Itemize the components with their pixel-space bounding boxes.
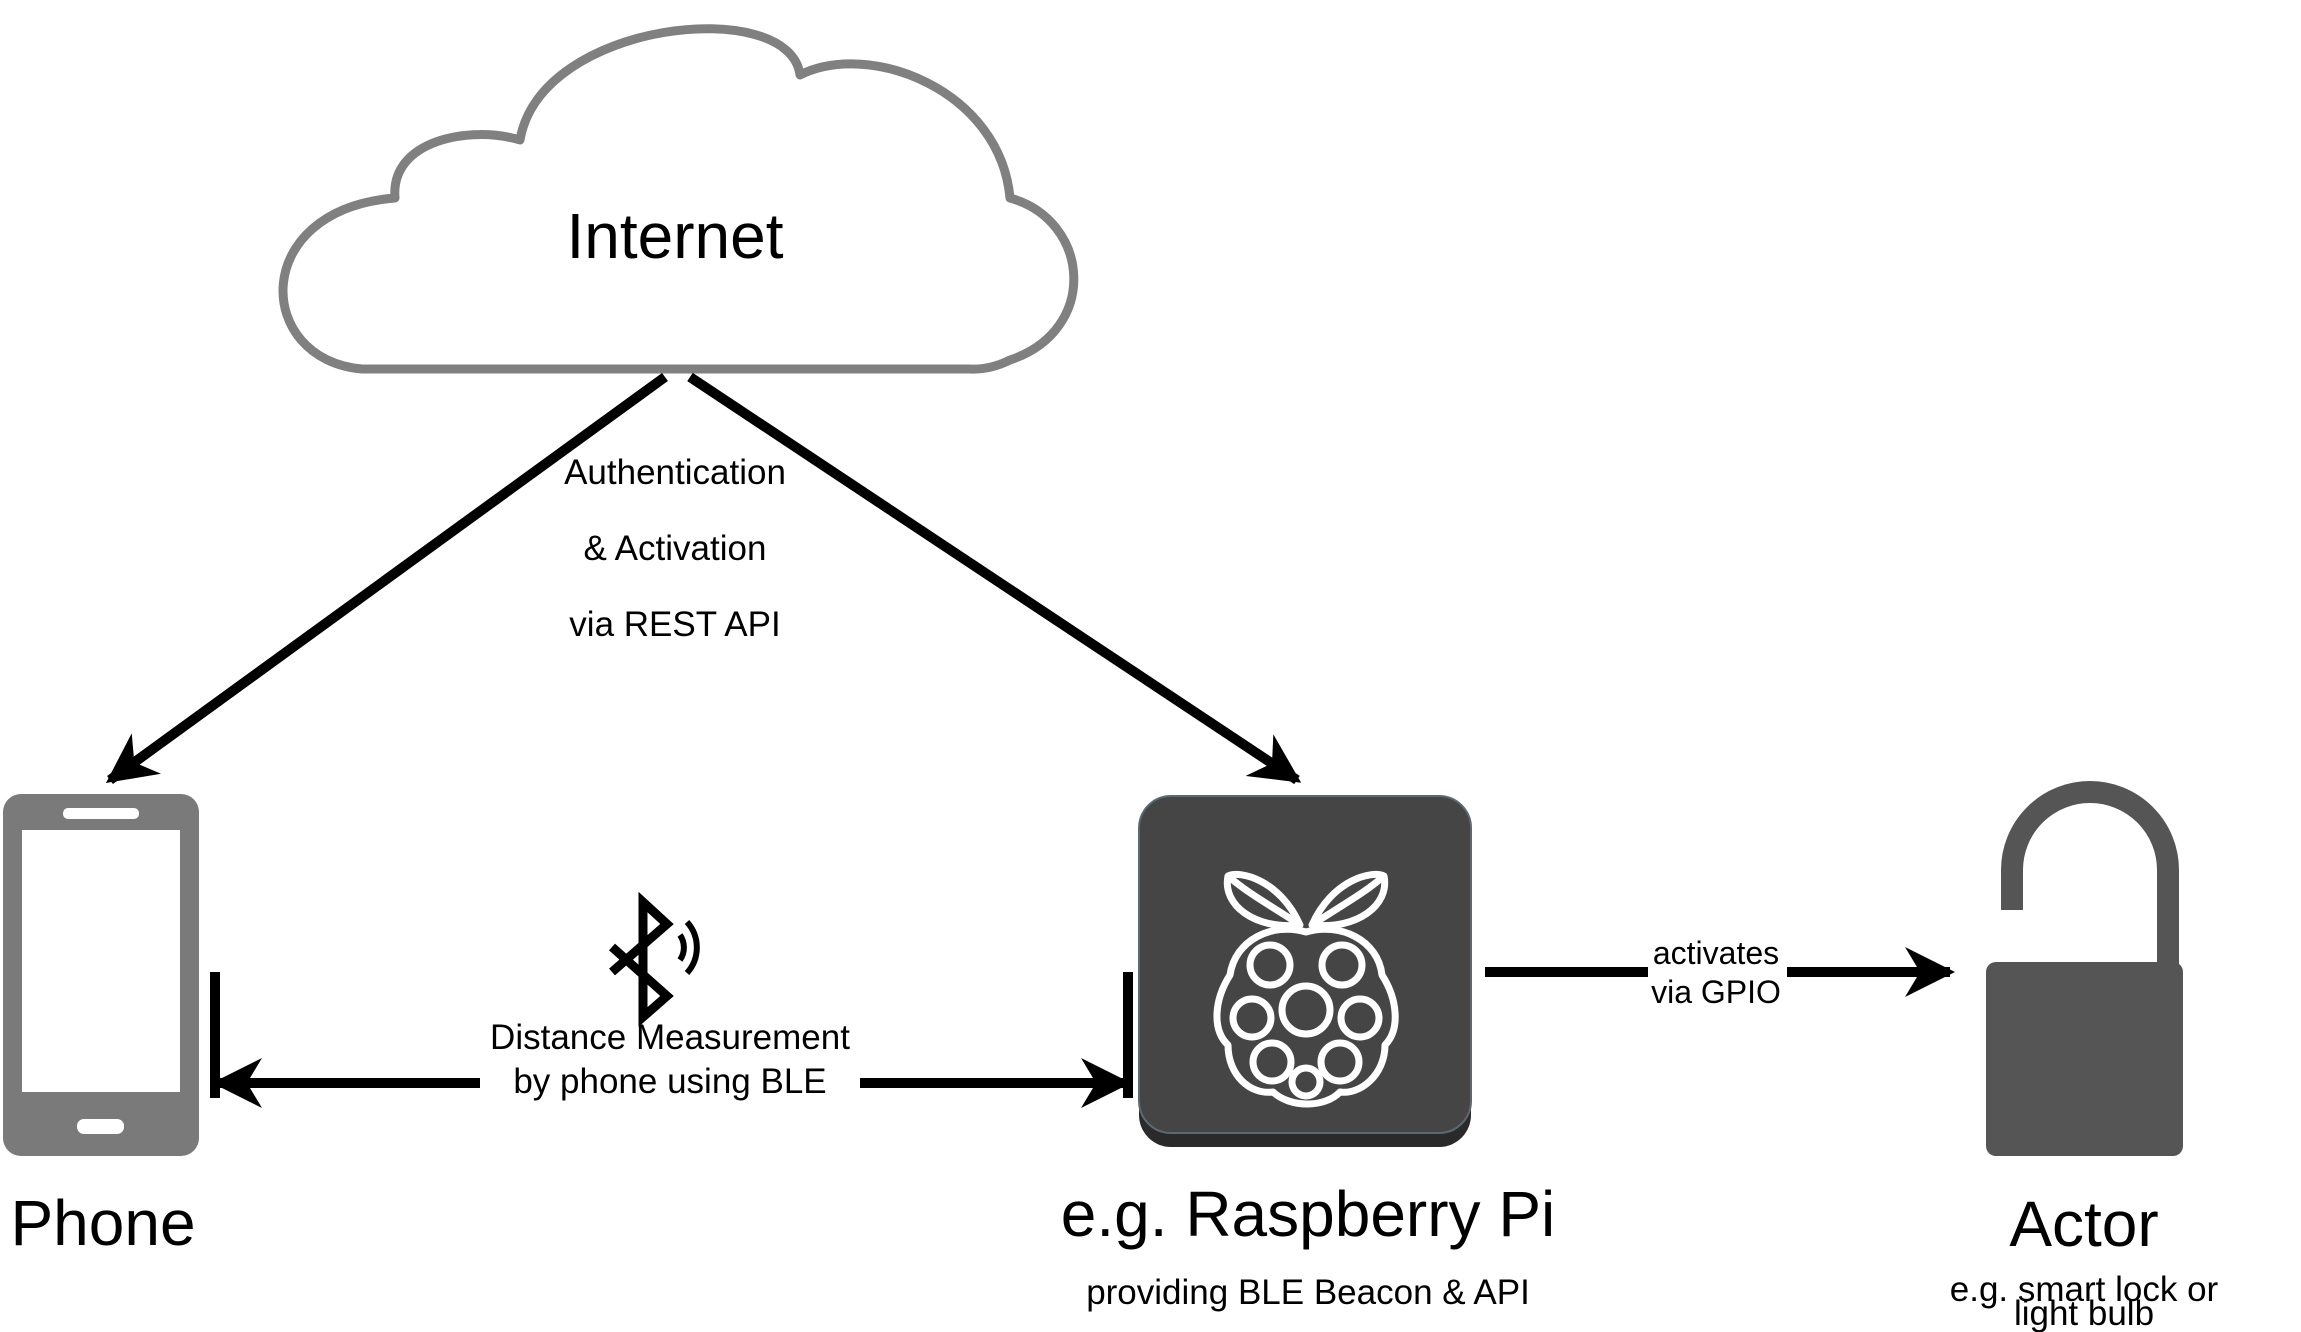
cloud-icon xyxy=(278,24,1079,374)
auth-label-line3: via REST API xyxy=(569,605,780,644)
open-padlock-icon xyxy=(1986,781,2183,1156)
arrow-internet-to-pi xyxy=(687,372,1302,785)
gpio-label-line2: via GPIO xyxy=(1651,974,1781,1010)
bluetooth-icon xyxy=(609,891,700,1027)
gpio-label-line1: activates xyxy=(1653,935,1779,971)
ble-label-line2: by phone using BLE xyxy=(513,1062,826,1101)
auth-label-line1: Authentication xyxy=(564,453,786,492)
raspberry-pi-logo-icon xyxy=(1213,870,1399,1108)
phone-label: Phone xyxy=(10,1187,195,1259)
ble-label-line1: Distance Measurement xyxy=(490,1018,850,1057)
arrow-internet-to-phone xyxy=(105,372,668,785)
internet-label: Internet xyxy=(566,200,783,272)
actor-sublabel-line2: light bulb xyxy=(2014,1294,2154,1332)
smartphone-icon xyxy=(3,794,199,1156)
actor-label: Actor xyxy=(2009,1188,2158,1260)
raspberry-pi-sublabel: providing BLE Beacon & API xyxy=(1086,1273,1530,1312)
raspberry-pi-label: e.g. Raspberry Pi xyxy=(1061,1178,1555,1250)
auth-label-line2: & Activation xyxy=(584,529,767,568)
actor-sublabel-line1: e.g. smart lock or xyxy=(1950,1270,2219,1309)
